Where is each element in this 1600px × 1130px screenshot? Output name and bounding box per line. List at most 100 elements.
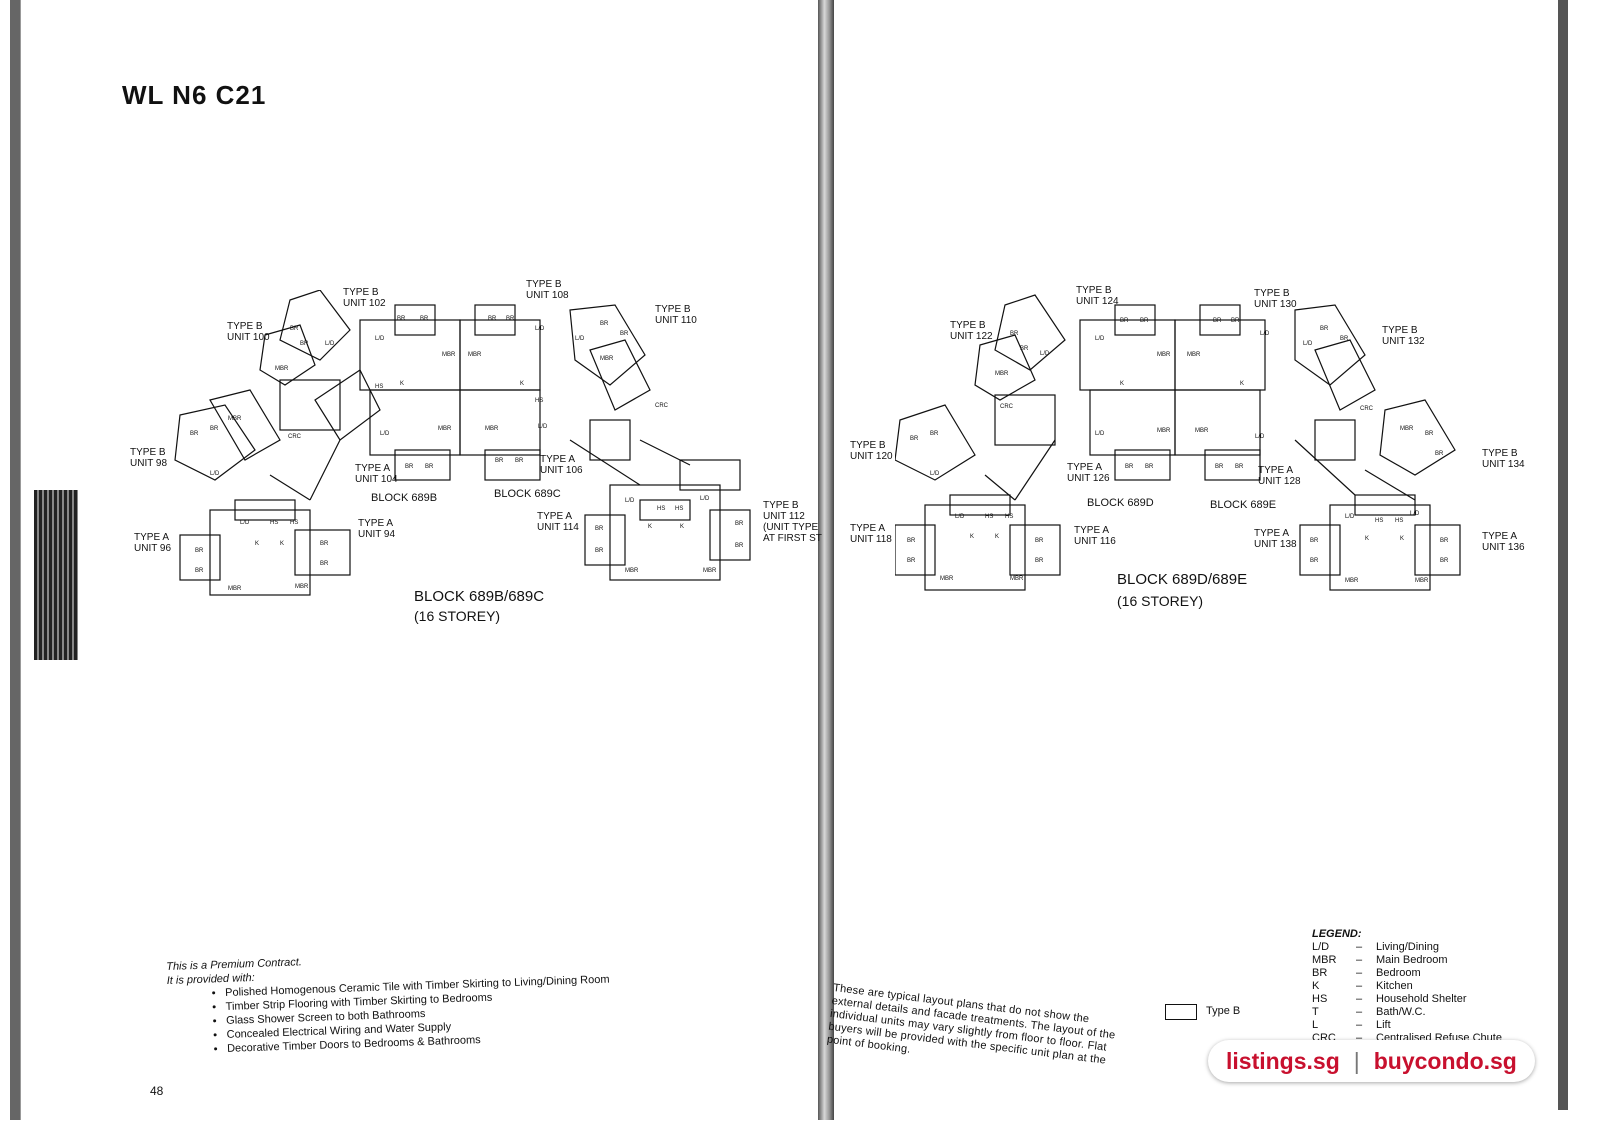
svg-text:BR: BR [397,316,406,322]
svg-text:BR: BR [1213,318,1222,324]
svg-text:L/D: L/D [325,341,335,347]
watermark-badge[interactable]: listings.sg | buycondo.sg [1208,1040,1535,1082]
svg-text:HS: HS [1375,518,1383,524]
svg-text:BR: BR [600,321,609,327]
svg-text:MBR: MBR [995,371,1009,377]
svg-text:K: K [680,524,684,530]
legend-row: BR–Bedroom [1312,967,1421,979]
page-number: 48 [150,1084,164,1098]
svg-text:BR: BR [907,558,916,564]
svg-text:CRC: CRC [1000,404,1014,410]
legend-row: L/D–Living/Dining [1312,941,1439,953]
svg-text:BR: BR [1310,538,1319,544]
svg-text:L/D: L/D [375,336,385,342]
svg-text:BR: BR [1235,464,1244,470]
svg-text:MBR: MBR [295,584,309,590]
floor-plan-block-689d-689e: BR BR BR BR L/D L/D MBR MBR K K L/D L/D MBR MBR… [895,294,1461,591]
block-label: BLOCK 689B [371,492,438,504]
svg-text:BR: BR [210,426,219,432]
svg-text:MBR: MBR [485,426,499,432]
svg-text:HS: HS [1005,514,1013,520]
svg-text:L/D: L/D [380,431,390,437]
svg-text:BR: BR [1120,318,1129,324]
legend-row: HS–Household Shelter [1312,993,1467,1005]
svg-text:HS: HS [657,506,665,512]
legend: LEGEND: L/D–Living/Dining MBR–Main Bedro… [1312,928,1502,1045]
svg-text:MBR: MBR [228,586,242,592]
svg-text:MBR: MBR [1157,428,1171,434]
svg-text:L/D: L/D [625,498,635,504]
svg-text:MBR: MBR [940,576,954,582]
svg-text:BR: BR [1020,346,1029,352]
svg-text:L/D: L/D [210,471,220,477]
svg-text:BR: BR [1310,558,1319,564]
svg-text:K: K [1365,536,1369,542]
left-book-edge [10,0,20,1120]
svg-text:MBR: MBR [1195,428,1209,434]
svg-text:L/D: L/D [1260,331,1270,337]
svg-text:HS: HS [375,384,383,390]
svg-text:HS: HS [270,520,278,526]
svg-text:MBR: MBR [1415,578,1429,584]
svg-text:HS: HS [675,506,683,512]
svg-text:BR: BR [1140,318,1149,324]
svg-text:MBR: MBR [468,352,482,358]
svg-text:BR: BR [735,543,744,549]
svg-text:BR: BR [620,331,629,337]
svg-text:BR: BR [1035,558,1044,564]
legend-row: L–Lift [1312,1019,1391,1031]
svg-text:BR: BR [405,464,414,470]
type-b-swatch [1165,1004,1197,1020]
svg-text:L/D: L/D [1303,341,1313,347]
right-page [826,0,1584,1120]
svg-text:BR: BR [195,548,204,554]
svg-text:L/D: L/D [1040,351,1050,357]
svg-text:BR: BR [1145,464,1154,470]
svg-text:K: K [1120,381,1124,387]
svg-text:BR: BR [1340,336,1349,342]
watermark-link-buycondo[interactable]: buycondo.sg [1373,1047,1517,1074]
floor-plan-block-689b-689c: BR BR BR BR L/D L/D MBR MBR K K HS HS L/D L/D M… [174,290,751,596]
svg-text:CRC: CRC [655,403,669,409]
legend-row: K–Kitchen [1312,980,1413,992]
svg-text:HS: HS [1395,518,1403,524]
svg-text:MBR: MBR [1400,426,1414,432]
storey-label: (16 STOREY) [1117,593,1204,609]
svg-text:BR: BR [300,341,309,347]
svg-text:K: K [520,381,524,387]
svg-text:MBR: MBR [275,366,289,372]
svg-text:BR: BR [1215,464,1224,470]
svg-text:K: K [648,524,652,530]
svg-text:BR: BR [425,464,434,470]
svg-text:L/D: L/D [1255,434,1265,440]
svg-text:CRC: CRC [288,434,302,440]
block-label: BLOCK 689D [1087,497,1154,509]
svg-text:MBR: MBR [703,568,717,574]
watermark-link-listings[interactable]: listings.sg [1226,1047,1340,1074]
svg-text:BR: BR [420,316,429,322]
svg-text:BR: BR [290,326,299,332]
svg-text:BR: BR [190,431,199,437]
svg-text:BR: BR [910,436,919,442]
svg-text:BR: BR [930,431,939,437]
svg-text:HS: HS [290,520,298,526]
svg-text:MBR: MBR [442,352,456,358]
svg-text:BR: BR [1440,558,1449,564]
left-page [20,0,823,1120]
svg-text:BR: BR [488,316,497,322]
